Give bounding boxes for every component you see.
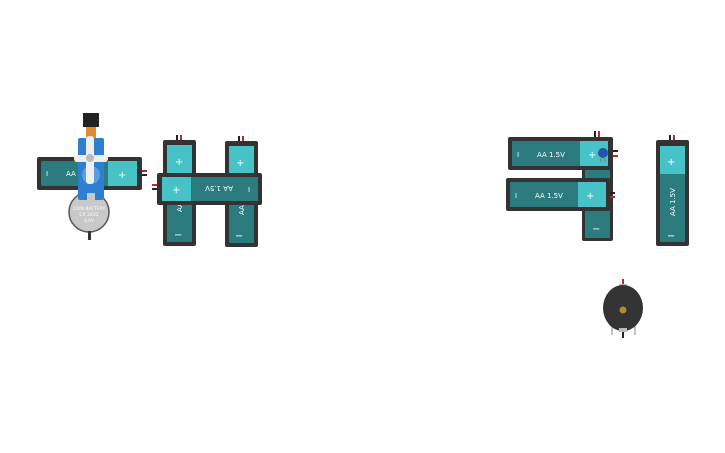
battery-plus: + <box>172 185 180 196</box>
battery-minus: I <box>515 192 517 200</box>
battery-right-mid[interactable]: I AA 1.5V + <box>506 178 615 211</box>
battery-label: AA 1.5V <box>669 188 677 216</box>
battery-minus: − <box>235 231 243 242</box>
h-battery-center[interactable]: + AA 1.5V I <box>152 173 262 205</box>
battery-right-top[interactable]: I AA 1.5V + <box>508 131 618 170</box>
coin-label-2: CR 2032 <box>79 212 98 218</box>
battery-plus: + <box>236 158 244 169</box>
battery-label: AA 1.5V <box>205 184 233 192</box>
battery-plus: + <box>588 150 596 161</box>
battery-minus: − <box>592 224 600 235</box>
battery-label: AA 1.5V <box>537 151 565 159</box>
battery-label: AA <box>66 170 76 178</box>
piezo-buzzer[interactable] <box>603 279 643 338</box>
battery-plus: + <box>667 157 675 168</box>
servo-motor[interactable] <box>74 113 108 201</box>
servo-horn-icon <box>86 154 94 162</box>
battery-minus: − <box>174 230 182 241</box>
battery-minus: − <box>667 231 675 242</box>
coin-label-1: COIN BATTERY <box>73 206 106 212</box>
battery-label: AA <box>238 205 246 215</box>
coin-label-3: 3.0V <box>84 218 95 224</box>
battery-right-vertical[interactable]: + AA 1.5V − <box>656 135 689 246</box>
battery-minus: I <box>46 170 48 178</box>
battery-label: AA <box>176 202 184 212</box>
battery-minus: I <box>248 186 250 194</box>
battery-plus: + <box>586 191 594 202</box>
battery-plus: + <box>175 157 183 168</box>
led-component[interactable] <box>598 148 608 162</box>
battery-label: AA 1.5V <box>535 192 563 200</box>
coin-battery[interactable]: COIN BATTERY CR 2032 3.0V <box>68 191 110 240</box>
battery-plus: + <box>118 170 126 181</box>
battery-minus: I <box>517 151 519 159</box>
